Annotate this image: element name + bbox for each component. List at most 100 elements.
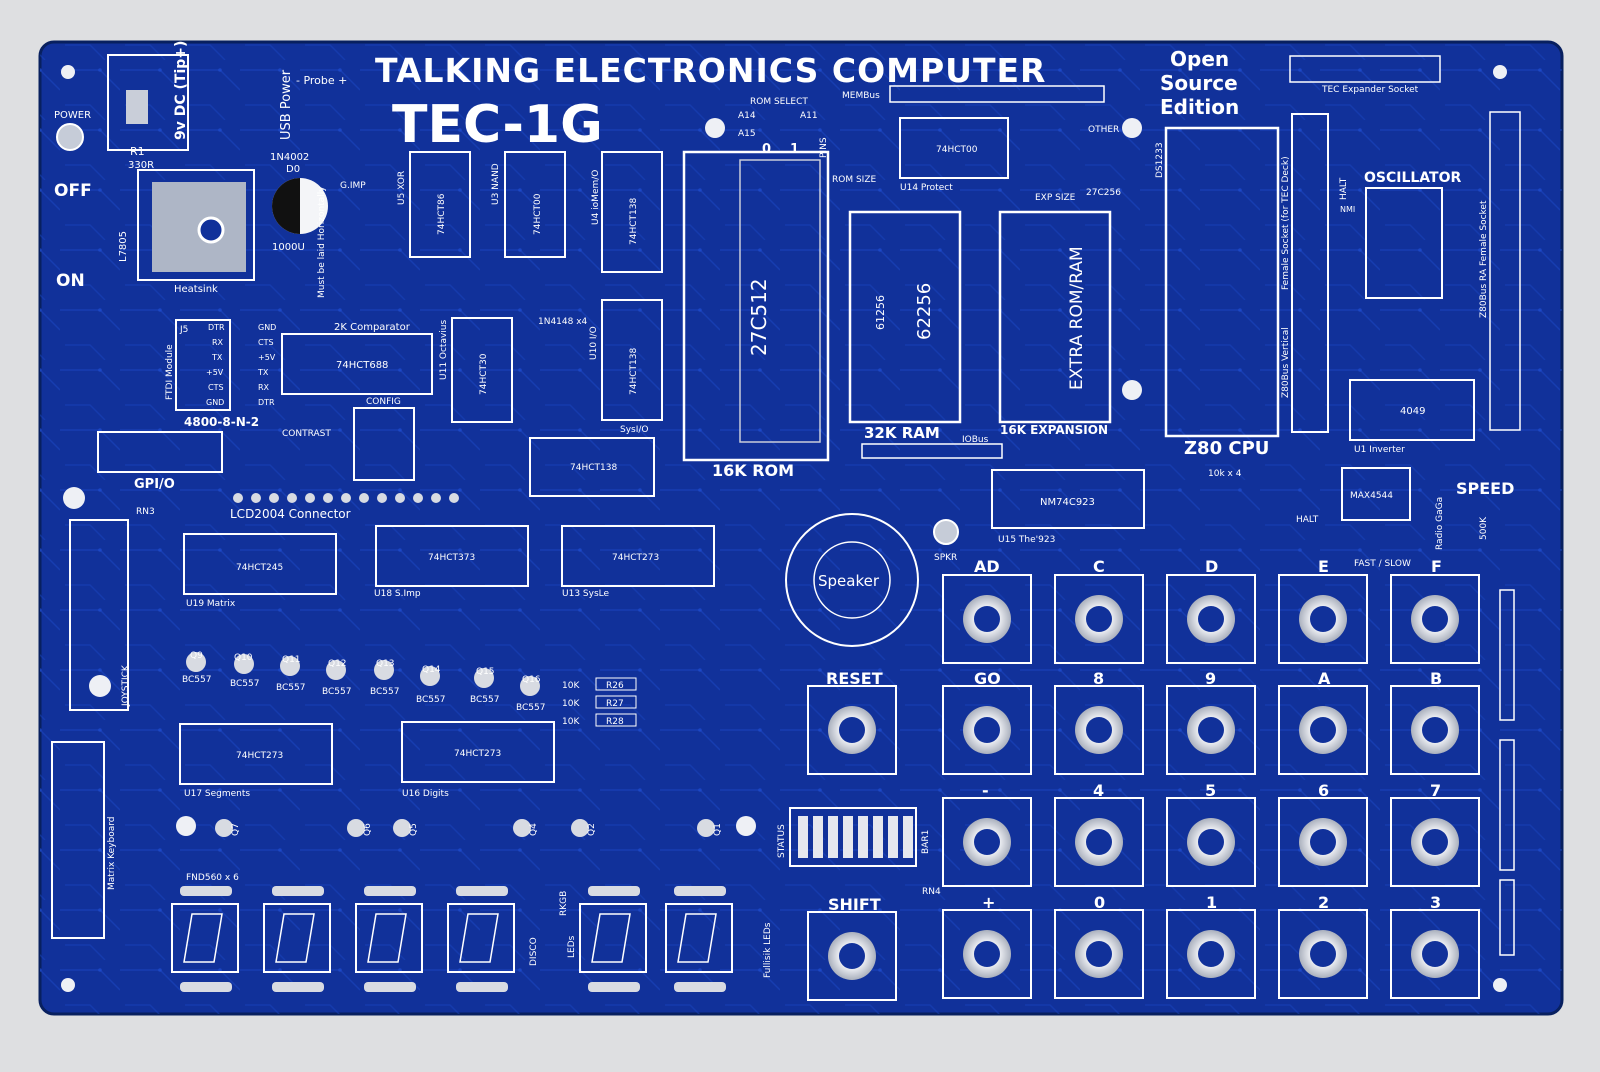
exp-label: 16K EXPANSION [1000,423,1108,437]
u13-label: U13 SysLe [562,589,609,599]
keypad-key[interactable] [942,685,1032,775]
d0-value: 1N4002 [270,152,309,163]
keypad-key[interactable] [942,574,1032,664]
seven-segment-digit [579,903,647,973]
key-label: 7 [1430,781,1441,800]
pot-label: 500K [1479,516,1489,540]
transistor-ref: Q7 [231,823,241,836]
iobus-header [861,443,1003,459]
c27256-label: 27C256 [1086,188,1121,198]
ftdi-pin-left: RX [212,338,224,347]
keypad-key[interactable] [1390,574,1480,664]
key-label: 2 [1318,893,1329,912]
keypad-key[interactable] [1166,797,1256,887]
key-label: 9 [1205,669,1216,688]
power-label: POWER [54,110,91,121]
iobus-label: IOBus [962,435,989,445]
keypad-key[interactable] [942,797,1032,887]
u4-socket [601,151,663,273]
sysio-label: SysI/O [620,425,649,435]
u17-socket [179,723,333,785]
display-pads [180,886,726,992]
board-title: TALKING ELECTRONICS COMPUTER [375,51,1046,90]
keypad-key[interactable] [1166,574,1256,664]
shift-key[interactable] [807,911,897,1001]
probe-label: - Probe + [296,74,347,87]
ftdi-pin-right: TX [257,368,269,377]
z80bus-ra-label: Z80Bus RA Female Socket [1479,200,1489,318]
key-label: 5 [1205,781,1216,800]
reset-label: RESET [826,669,883,688]
config-label: CONFIG [366,397,401,407]
exp-socket [998,210,1112,424]
spkr-led [933,519,959,545]
ftdi-module [175,319,231,411]
u19-label: U19 Matrix [186,599,236,609]
keypad-key[interactable] [1390,685,1480,775]
transistor-ref: Q9 [190,651,203,661]
resistor-column: 10K R26 10K R27 10K R28 [562,677,637,727]
rom-size-label: ROM SIZE [832,175,876,185]
cpu-label: Z80 CPU [1184,438,1269,459]
mounting-holes [61,65,1507,992]
serial-label: 4800-8-N-2 [184,415,259,429]
keypad-key[interactable] [1054,909,1144,999]
u1-label: U1 Inverter [1354,445,1405,455]
transistor-type: BC557 [230,679,259,689]
ftdi-pin-right: +5V [258,353,276,362]
oscillator-label: OSCILLATOR [1364,170,1462,186]
rom-chip: 27C512 [747,278,771,356]
membus-label: MEMBus [842,91,880,101]
u11-socket [451,317,513,423]
keypad-key[interactable] [1278,909,1368,999]
u5-chip: 74HCT86 [437,193,447,235]
keypad-key[interactable] [1278,685,1368,775]
ram-label: 32K RAM [864,424,940,442]
transistor-ref: Q16 [522,675,541,685]
heatsink [137,169,255,281]
u10-label: U10 I/O [589,326,599,360]
fnd-label: FND560 x 6 [186,873,239,883]
config-dip [353,407,415,481]
rn5-network [1499,879,1515,956]
rkgb-label: RKGB [559,891,569,916]
ftdi-pin-left: TX [211,353,223,362]
rom-label: 16K ROM [712,461,794,480]
seven-segment-digit [665,903,733,973]
keypad-key[interactable] [1278,574,1368,664]
ftdi-pins: DTR RX TX +5V CTS GND GND CTS +5V TX RX … [206,323,276,407]
r1-ref: R1 [130,145,145,158]
u11-chip: 74HCT30 [479,353,489,395]
keypad-key[interactable] [1054,685,1144,775]
transistor-type: BC557 [322,687,351,697]
edition-line-1: Open [1170,47,1229,71]
halt-nmi-label: HALT [1339,177,1349,200]
keypad-key[interactable] [1054,574,1144,664]
keypad-key[interactable] [1390,797,1480,887]
z80bus-ra-header [1489,111,1521,431]
keypad-key[interactable] [1390,909,1480,999]
power-led [56,123,84,151]
rom-socket [682,150,830,462]
ram-chip-1: 61256 [874,295,887,330]
u16-socket [401,721,555,783]
matrix-keyboard-header [51,741,105,939]
ram-chip-2: 62256 [914,283,935,340]
key-label: 8 [1093,669,1104,688]
ftdi-pin-left: CTS [208,383,224,392]
u4-label: U4 ioMem/O [591,170,601,225]
keypad-key[interactable] [1054,797,1144,887]
dc-jack [107,54,189,151]
seven-segment-displays [171,903,733,973]
keypad-key[interactable] [942,909,1032,999]
u15-label: U15 The'923 [998,535,1055,545]
u14-label: U14 Protect [900,183,953,193]
keypad-key[interactable] [1166,909,1256,999]
key-label: 1 [1206,893,1217,912]
reset-key[interactable] [807,685,897,775]
expander-header [1289,55,1441,83]
key-label: 0 [1094,893,1105,912]
keypad-key[interactable] [1278,797,1368,887]
keypad-key[interactable] [1166,685,1256,775]
